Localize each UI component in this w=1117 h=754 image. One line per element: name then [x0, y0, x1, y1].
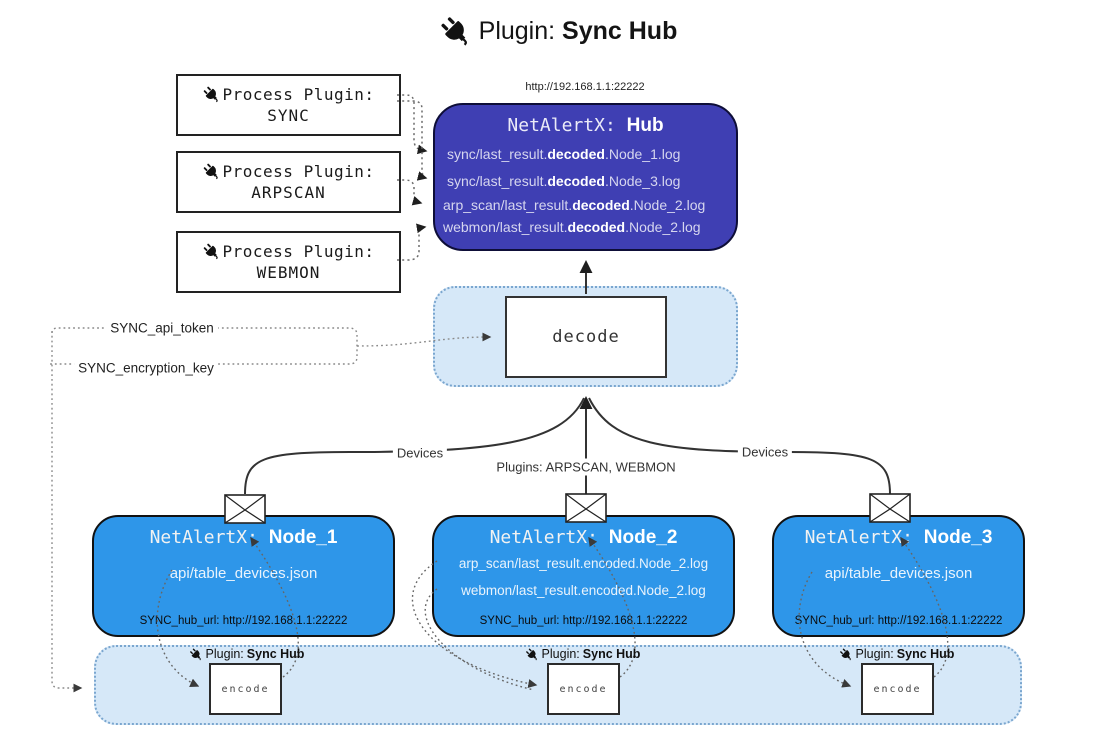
decode-box: decode: [505, 296, 667, 378]
node-content-line: arp_scan/last_result.encoded.Node_2.log: [458, 556, 709, 571]
encoder-label-1: Plugin:Sync Hub: [190, 647, 304, 661]
hub-log-line: webmon/last_result.decoded.Node_2.log: [443, 219, 701, 235]
node-content-line: api/table_devices.json: [824, 565, 973, 582]
process-plugin-label: Process Plugin:: [222, 85, 375, 104]
plug-icon: [440, 16, 471, 47]
title-text: Plugin: Sync Hub: [479, 17, 678, 46]
plug-icon: [840, 648, 853, 661]
node-title: NetAlertX: Node_3: [804, 527, 993, 548]
edge-label-devices-left: Devices: [392, 444, 448, 462]
process-plugin-name: SYNC: [267, 106, 310, 125]
node-content-line: api/table_devices.json: [169, 565, 318, 582]
encoder-label-3: Plugin:Sync Hub: [840, 647, 954, 661]
hub-log-line: arp_scan/last_result.decoded.Node_2.log: [443, 197, 706, 213]
edge-label-devices-right: Devices: [737, 443, 793, 461]
hub-title-name: Hub: [626, 115, 664, 136]
encode-box-1: encode: [209, 663, 282, 715]
node-title: NetAlertX: Node_1: [149, 527, 338, 548]
node-3-box: NetAlertX: Node_3 api/table_devices.json…: [772, 515, 1025, 637]
process-plugin-webmon: Process Plugin: WEBMON: [176, 231, 401, 293]
node-content-line: webmon/last_result.encoded.Node_2.log: [461, 583, 706, 598]
plug-icon: [203, 86, 220, 103]
hub-url-label: http://192.168.1.1:22222: [525, 81, 645, 93]
sync-encryption-key-label: SYNC_encryption_key: [74, 360, 218, 376]
node-title: NetAlertX: Node_2: [489, 527, 678, 548]
encoder-label-2: Plugin:Sync Hub: [526, 647, 640, 661]
encode-box-2: encode: [547, 663, 620, 715]
node-hub-url: SYNC_hub_url: http://192.168.1.1:22222: [479, 615, 688, 627]
edges-process-to-hub: [397, 94, 428, 261]
encode-box-3: encode: [861, 663, 934, 715]
node-hub-url: SYNC_hub_url: http://192.168.1.1:22222: [139, 615, 348, 627]
node-1-box: NetAlertX: Node_1 api/table_devices.json…: [92, 515, 395, 637]
process-plugin-label: Process Plugin:: [222, 242, 375, 261]
process-plugin-name: WEBMON: [256, 263, 321, 282]
envelope-icon: [565, 493, 607, 523]
node-hub-url: SYNC_hub_url: http://192.168.1.1:22222: [794, 615, 1003, 627]
process-plugin-sync: Process Plugin: SYNC: [176, 74, 401, 136]
plug-icon: [526, 648, 539, 661]
hub-log-line: sync/last_result.decoded.Node_3.log: [447, 173, 681, 189]
hub-title: NetAlertX: Hub: [435, 115, 736, 137]
hub-log-line: sync/last_result.decoded.Node_1.log: [447, 146, 681, 162]
node-2-box: NetAlertX: Node_2 arp_scan/last_result.e…: [432, 515, 735, 637]
page-title: Plugin: Sync Hub: [440, 16, 678, 47]
sync-api-token-label: SYNC_api_token: [106, 320, 218, 336]
title-prefix: Plugin:: [478, 17, 556, 45]
hub-box: NetAlertX: Hub sync/last_result.decoded.…: [433, 103, 738, 251]
process-plugin-name: ARPSCAN: [251, 183, 326, 202]
plug-icon: [203, 163, 220, 180]
edge-label-plugins: Plugins: ARPSCAN, WEBMON: [492, 458, 680, 476]
title-name: Sync Hub: [562, 17, 678, 45]
plug-icon: [190, 648, 203, 661]
process-plugin-arpscan: Process Plugin: ARPSCAN: [176, 151, 401, 213]
hub-title-prefix: NetAlertX:: [507, 115, 627, 136]
plug-icon: [203, 243, 220, 260]
envelope-icon: [869, 493, 911, 523]
envelope-icon: [224, 494, 266, 524]
process-plugin-label: Process Plugin:: [222, 162, 375, 181]
